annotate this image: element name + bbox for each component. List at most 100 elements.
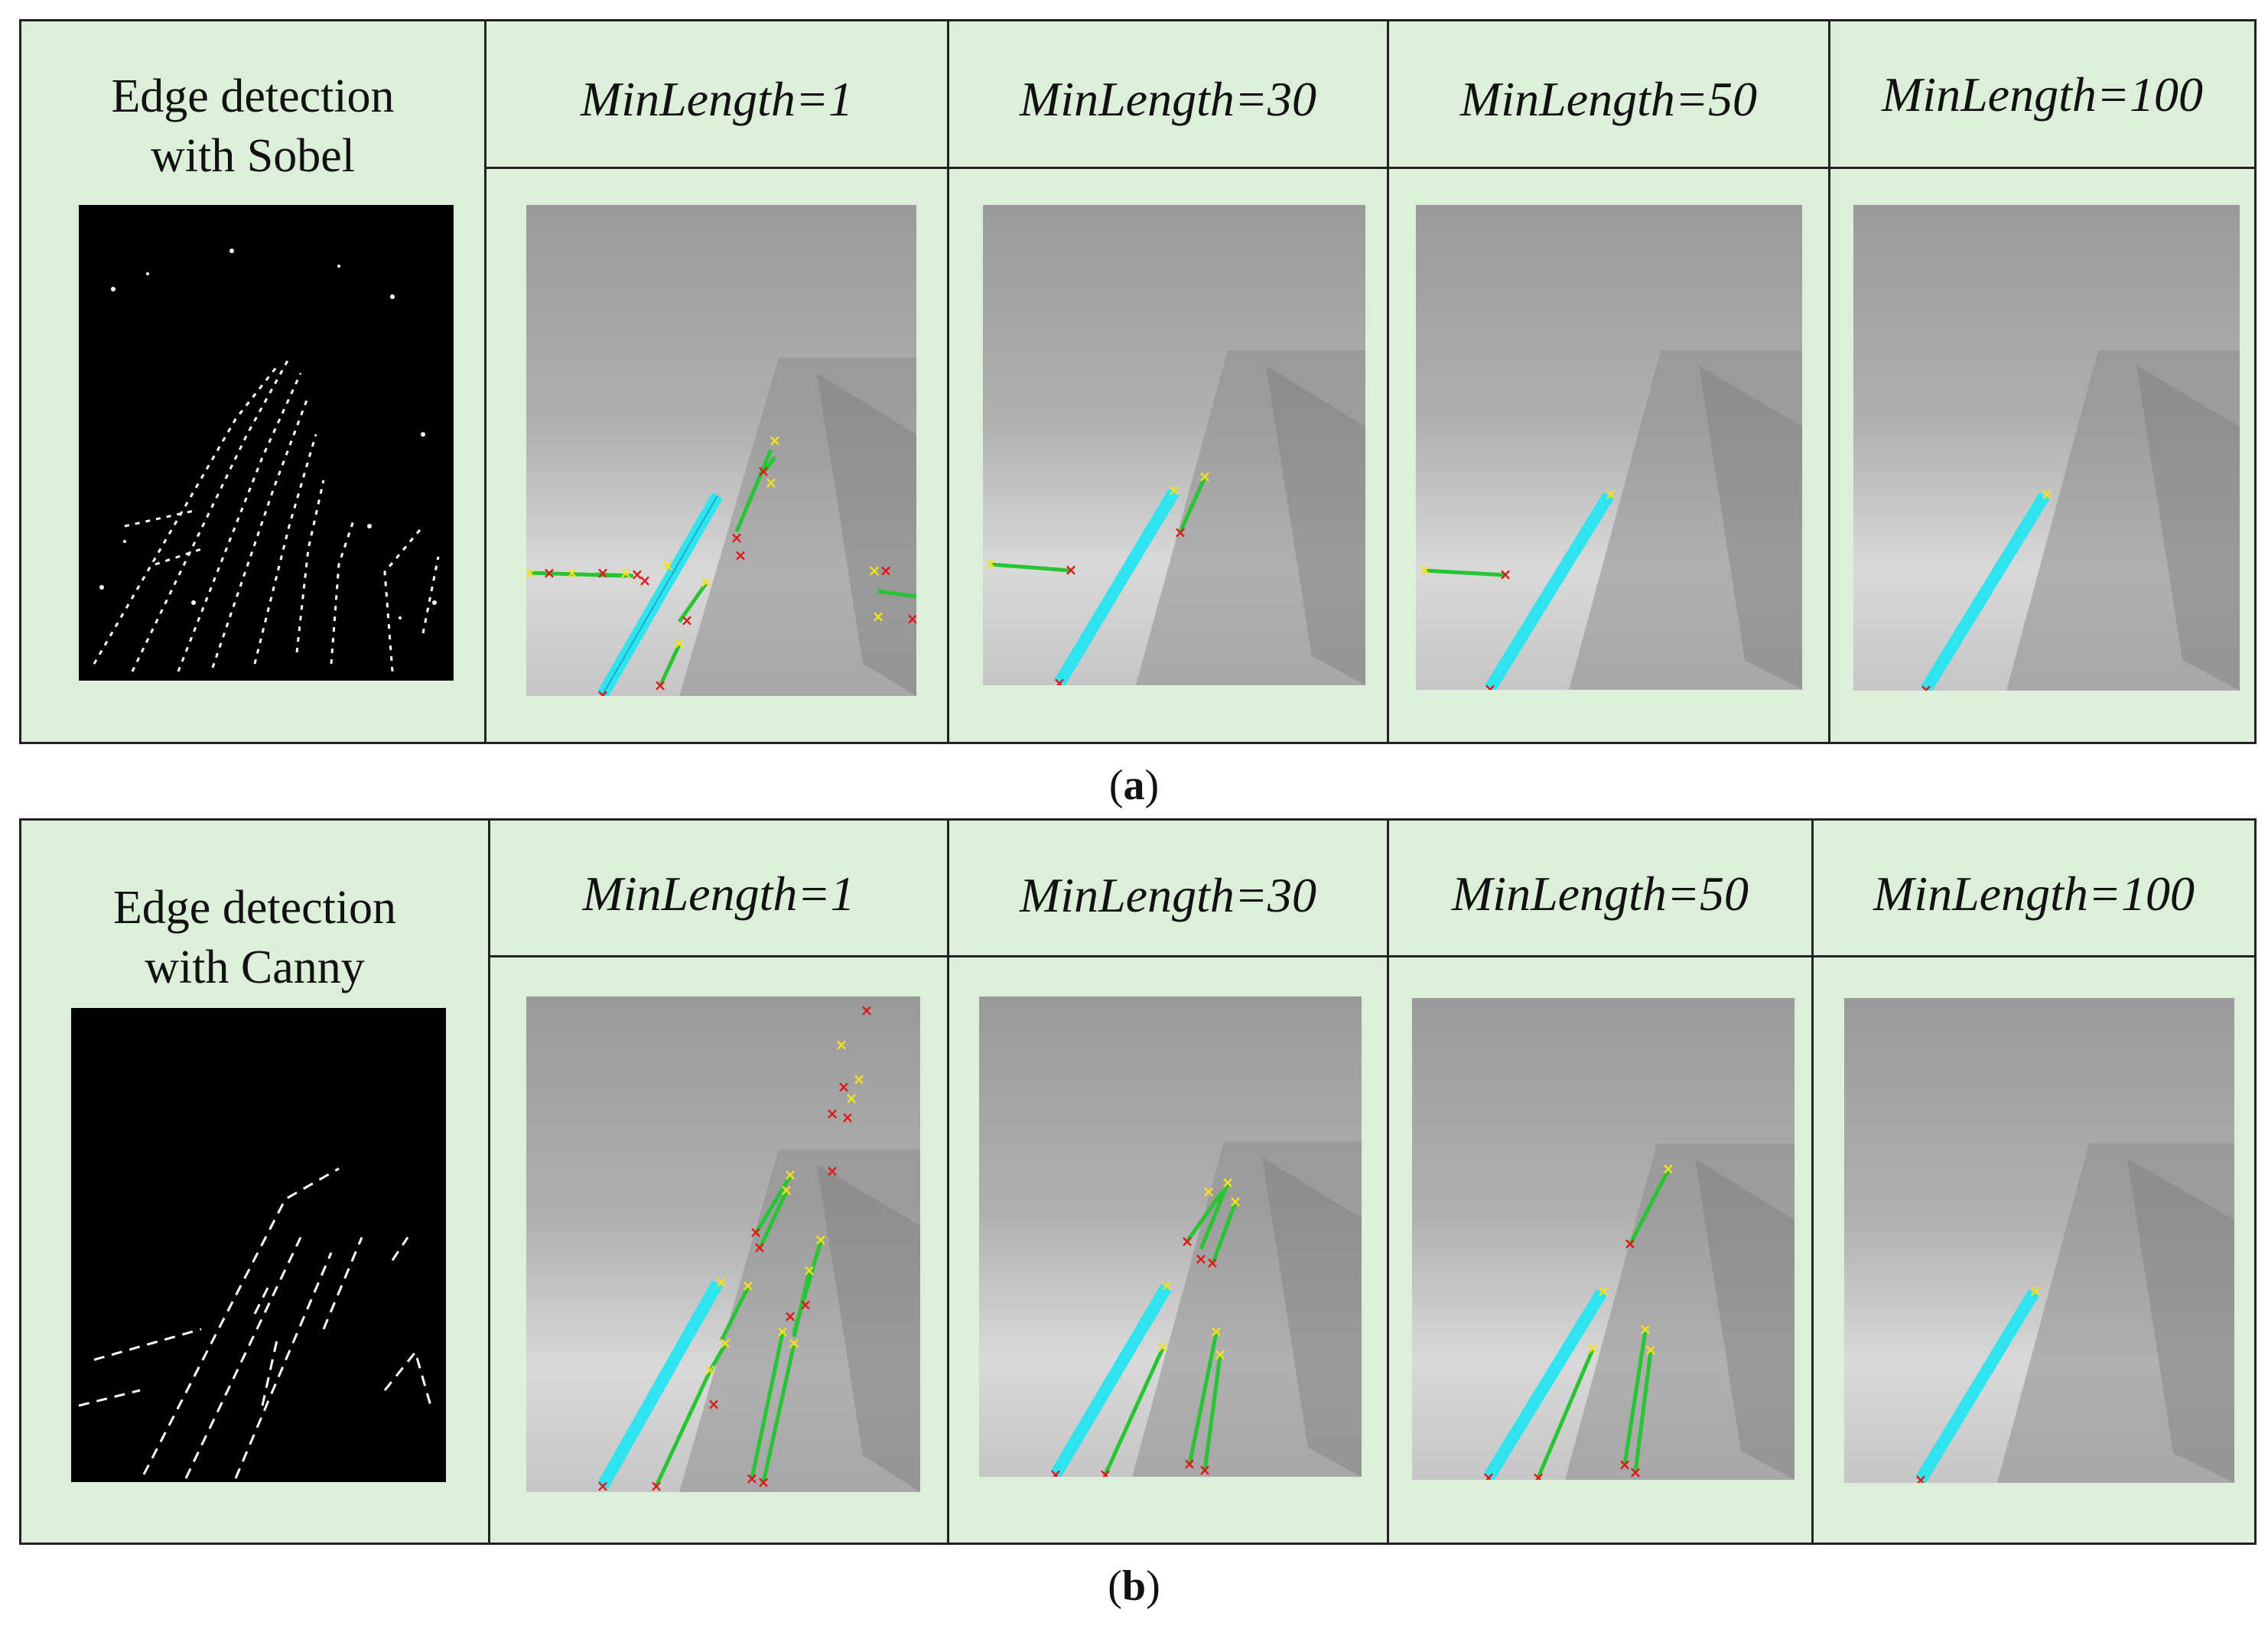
svg-text:×: ×	[799, 1296, 812, 1314]
svg-text:×: ×	[654, 676, 667, 694]
svg-text:×: ×	[906, 610, 916, 628]
header-divider	[488, 955, 2254, 957]
column-title-minlength-30: MinLength=30	[1019, 72, 1317, 126]
svg-text:×: ×	[1419, 561, 1432, 579]
svg-text:×: ×	[597, 564, 610, 582]
divider	[1828, 21, 1830, 742]
svg-text:×: ×	[803, 1261, 816, 1279]
svg-text:×: ×	[1065, 561, 1078, 579]
svg-text:×: ×	[1920, 681, 1933, 691]
canny-edge-map-image	[71, 1008, 446, 1482]
result-image-a-minlength-50: × × × ×	[1416, 205, 1802, 690]
svg-text:×: ×	[788, 1334, 801, 1352]
svg-text:×: ×	[1214, 1345, 1227, 1364]
svg-text:×: ×	[2041, 485, 2054, 503]
svg-text:×: ×	[757, 462, 770, 480]
column-title-minlength-50: MinLength=50	[1459, 72, 1758, 126]
svg-text:×: ×	[815, 1231, 828, 1249]
edge-method-title: Edge detection with Sobel	[21, 67, 484, 186]
svg-text:×: ×	[1222, 1173, 1235, 1191]
svg-text:×: ×	[1629, 1463, 1642, 1480]
svg-text:×: ×	[746, 1469, 759, 1487]
svg-text:×: ×	[719, 1334, 732, 1352]
svg-text:×: ×	[1157, 1338, 1170, 1356]
svg-text:×: ×	[1915, 1471, 1928, 1483]
svg-text:×: ×	[734, 546, 747, 564]
svg-text:×: ×	[880, 561, 893, 580]
svg-text:×: ×	[784, 1165, 797, 1184]
svg-text:×: ×	[1195, 1250, 1208, 1268]
column-title-minlength-1: MinLength=1	[580, 72, 854, 126]
svg-text:×: ×	[700, 573, 713, 591]
svg-text:×: ×	[1639, 1320, 1652, 1338]
svg-text:×: ×	[769, 431, 782, 450]
svg-text:×: ×	[543, 564, 556, 582]
svg-text:×: ×	[826, 1104, 839, 1123]
svg-text:×: ×	[1484, 680, 1497, 690]
divider	[484, 21, 486, 742]
svg-text:×: ×	[784, 1307, 797, 1325]
svg-text:×: ×	[597, 686, 610, 696]
svg-text:×: ×	[861, 1001, 874, 1019]
panel-b: Edge detection with Canny MinLength=1 Mi…	[19, 818, 2257, 1545]
svg-text:×: ×	[597, 1477, 610, 1492]
svg-text:×: ×	[1181, 1232, 1194, 1250]
svg-text:×: ×	[1597, 1282, 1610, 1300]
svg-text:×: ×	[1605, 485, 1618, 503]
result-image-b-minlength-100: ××	[1844, 998, 2234, 1483]
column-title-minlength-50: MinLength=50	[1451, 866, 1749, 921]
divider	[1387, 21, 1389, 742]
divider	[1387, 821, 1389, 1543]
caption-label: b	[1121, 1562, 1147, 1610]
svg-text:×: ×	[1202, 1182, 1215, 1201]
svg-text:×: ×	[1160, 1276, 1173, 1295]
svg-text:×: ×	[853, 1070, 866, 1088]
svg-text:×: ×	[776, 1322, 789, 1341]
edge-title-line1: Edge detection	[112, 882, 397, 934]
result-image-a-minlength-100: ××	[1853, 205, 2240, 691]
svg-text:×: ×	[639, 571, 652, 590]
svg-text:×: ×	[708, 1395, 721, 1413]
svg-text:×: ×	[1645, 1341, 1658, 1359]
svg-text:×: ×	[1049, 1465, 1062, 1477]
panel-a: Edge detection with Sobel MinLength=1 Mi…	[19, 19, 2257, 744]
svg-text:×: ×	[841, 1108, 854, 1126]
svg-text:×: ×	[1183, 1455, 1196, 1473]
svg-text:×: ×	[984, 554, 997, 573]
svg-text:×: ×	[1174, 523, 1187, 541]
svg-text:×: ×	[826, 1162, 839, 1180]
svg-text:×: ×	[704, 1361, 717, 1379]
result-image-b-minlength-50: ×× ×× × ×× ×× ×	[1412, 998, 1795, 1480]
svg-text:×: ×	[620, 564, 633, 582]
svg-text:×: ×	[1586, 1339, 1599, 1357]
svg-text:×: ×	[631, 565, 644, 584]
svg-text:×: ×	[526, 564, 536, 582]
caption-label: a	[1123, 762, 1145, 809]
svg-text:×: ×	[1199, 1461, 1212, 1477]
svg-text:×: ×	[1482, 1468, 1495, 1480]
column-title-minlength-100: MinLength=100	[1873, 866, 2195, 921]
svg-text:×: ×	[650, 1477, 663, 1492]
svg-text:×: ×	[715, 1273, 728, 1291]
result-image-a-minlength-1: ×× ×× ×× ×× ×× ×× ×× ×× ×× ×× ××	[526, 205, 916, 696]
svg-text:×: ×	[845, 1089, 858, 1107]
svg-text:×: ×	[780, 1181, 793, 1199]
svg-text:×: ×	[1624, 1234, 1637, 1253]
svg-text:×: ×	[662, 556, 675, 574]
svg-text:×: ×	[1210, 1322, 1223, 1341]
svg-text:×: ×	[681, 611, 694, 629]
svg-text:×: ×	[742, 1276, 755, 1295]
sobel-edge-map-image	[79, 205, 454, 681]
svg-text:×: ×	[753, 1238, 766, 1257]
svg-text:×: ×	[2029, 1282, 2042, 1300]
result-image-a-minlength-30: ×× × ×× ×	[983, 205, 1365, 685]
svg-text:×: ×	[1099, 1465, 1112, 1477]
svg-text:×: ×	[1499, 565, 1512, 584]
header-divider	[484, 167, 2254, 169]
column-title-minlength-30: MinLength=30	[1019, 868, 1317, 922]
divider	[947, 821, 949, 1543]
svg-text:×: ×	[1619, 1455, 1632, 1474]
svg-text:×: ×	[835, 1035, 848, 1054]
column-title-minlength-1: MinLength=1	[582, 866, 855, 921]
svg-text:×: ×	[1168, 481, 1181, 499]
